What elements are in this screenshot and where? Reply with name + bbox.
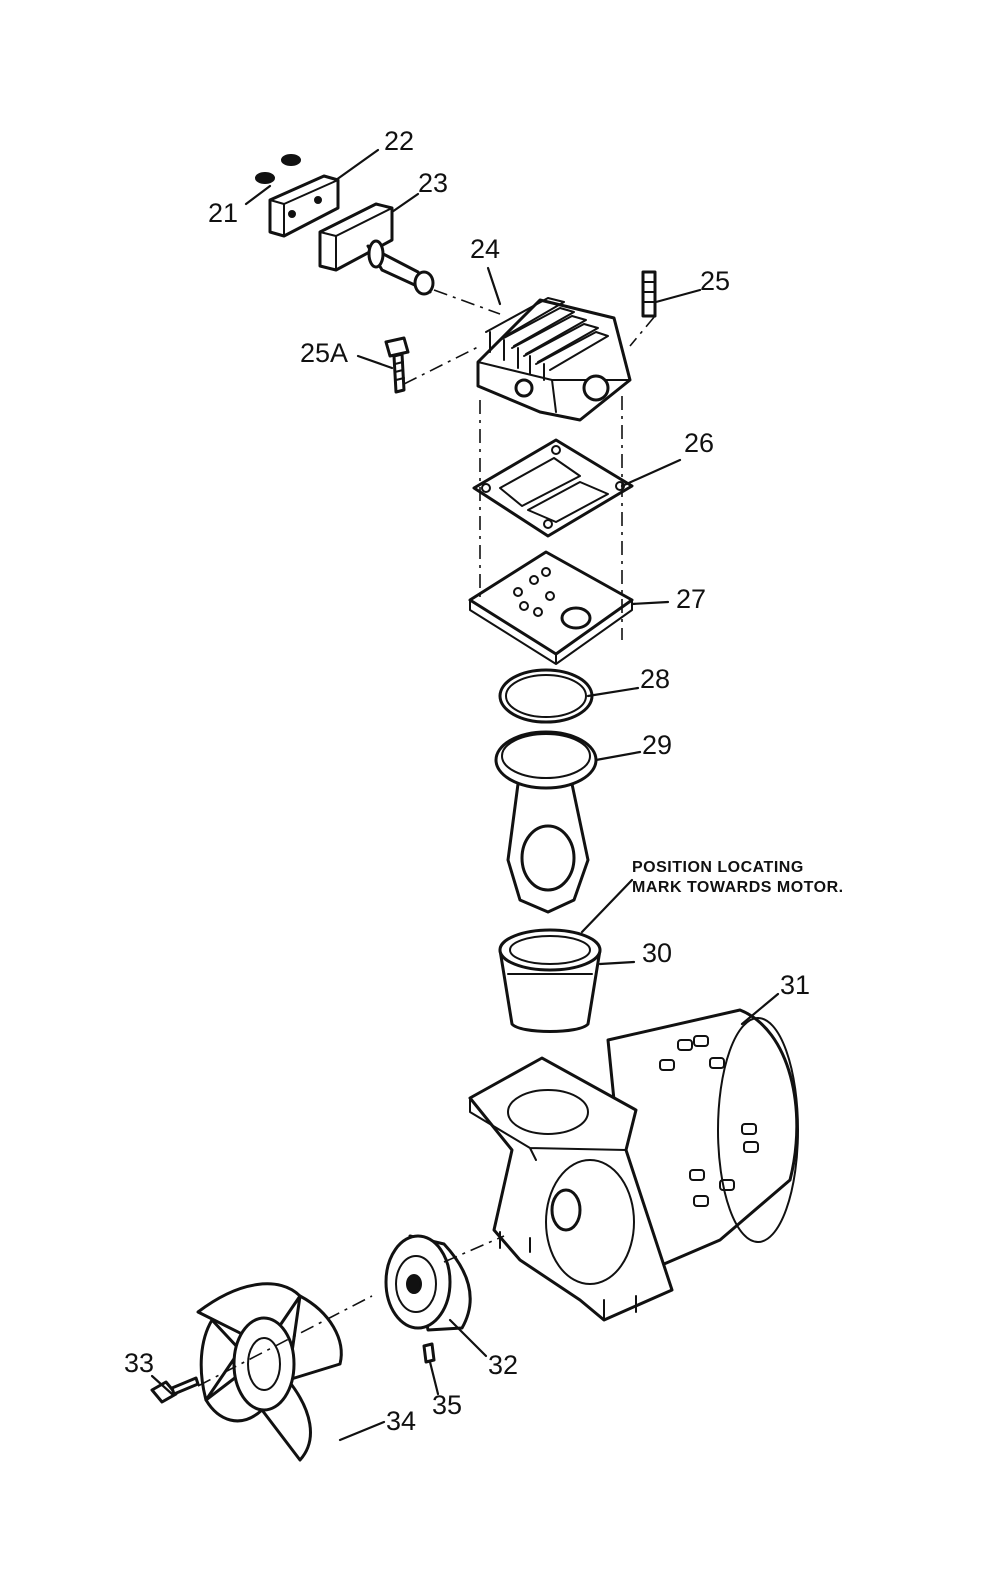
callout-31: 31 — [780, 970, 810, 1000]
part-28-o-ring — [498, 668, 594, 724]
callout-25: 25 — [700, 266, 730, 296]
part-29-piston-rod — [494, 730, 598, 914]
part-27-valve-plate — [468, 550, 634, 665]
part-23-tube-fitting — [318, 202, 435, 296]
part-31-motor — [468, 1008, 799, 1322]
part-34-fan — [196, 1282, 343, 1462]
callout-21: 21 — [208, 198, 238, 228]
part-22-plate — [268, 174, 340, 238]
part-32-pulley — [384, 1234, 472, 1332]
callout-34: 34 — [386, 1406, 416, 1436]
callout-24: 24 — [470, 234, 500, 264]
leader-lines — [150, 148, 780, 1442]
part-24-cylinder-head — [476, 297, 632, 422]
callout-23: 23 — [418, 168, 448, 198]
callout-30: 30 — [642, 938, 672, 968]
part-21-screws — [255, 154, 301, 184]
part-26-gasket — [472, 438, 634, 538]
callout-22: 22 — [384, 126, 414, 156]
callout-28: 28 — [640, 664, 670, 694]
callout-32: 32 — [488, 1350, 518, 1380]
callout-25a: 25A — [300, 338, 348, 368]
callout-29: 29 — [642, 730, 672, 760]
part-25-fitting — [641, 270, 657, 318]
note-line-1: POSITION LOCATING — [632, 859, 804, 876]
part-35-set-screw — [422, 1342, 436, 1364]
callout-35: 35 — [432, 1390, 462, 1420]
callout-26: 26 — [684, 428, 714, 458]
callout-labels: 21 22 23 24 25 25A 26 27 28 29 30 31 32 … — [124, 126, 810, 1436]
part-30-cylinder-sleeve — [498, 928, 602, 1033]
assembly-note: POSITION LOCATING MARK TOWARDS MOTOR. — [632, 859, 844, 896]
part-25a-bolt — [384, 336, 410, 394]
callout-27: 27 — [676, 584, 706, 614]
assembly-centerlines — [197, 289, 656, 1387]
callout-33: 33 — [124, 1348, 154, 1378]
note-line-2: MARK TOWARDS MOTOR. — [632, 879, 844, 896]
